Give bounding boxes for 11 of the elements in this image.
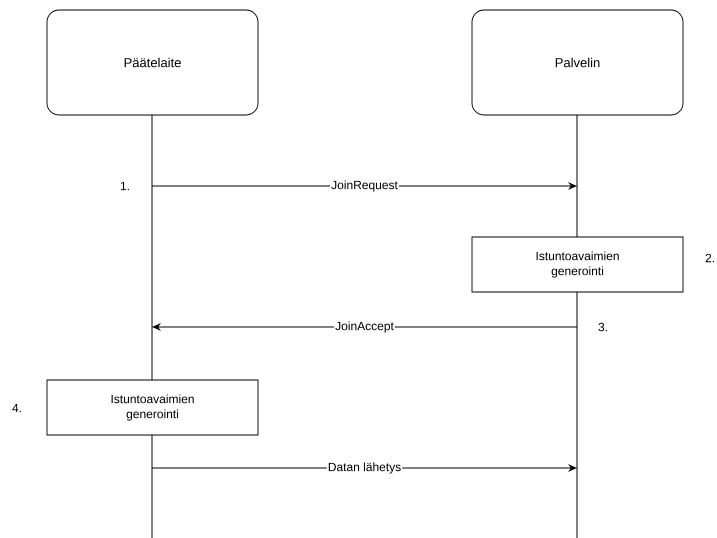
step-number: 1. xyxy=(120,182,129,190)
process-box: Istuntoavaimien generointi xyxy=(46,380,258,436)
participant-box: Päätelaite xyxy=(46,10,258,116)
step-number: 3. xyxy=(598,322,607,332)
edge-label: Datan lähetys xyxy=(326,461,402,475)
step-number: 2. xyxy=(706,254,714,262)
step-number: 4. xyxy=(12,404,21,412)
participant-box: Palvelin xyxy=(472,10,684,116)
process-box: Istuntoavaimien generointi xyxy=(472,236,684,292)
edge-label: JoinAccept xyxy=(334,320,395,334)
edge-label: JoinRequest xyxy=(330,179,399,193)
